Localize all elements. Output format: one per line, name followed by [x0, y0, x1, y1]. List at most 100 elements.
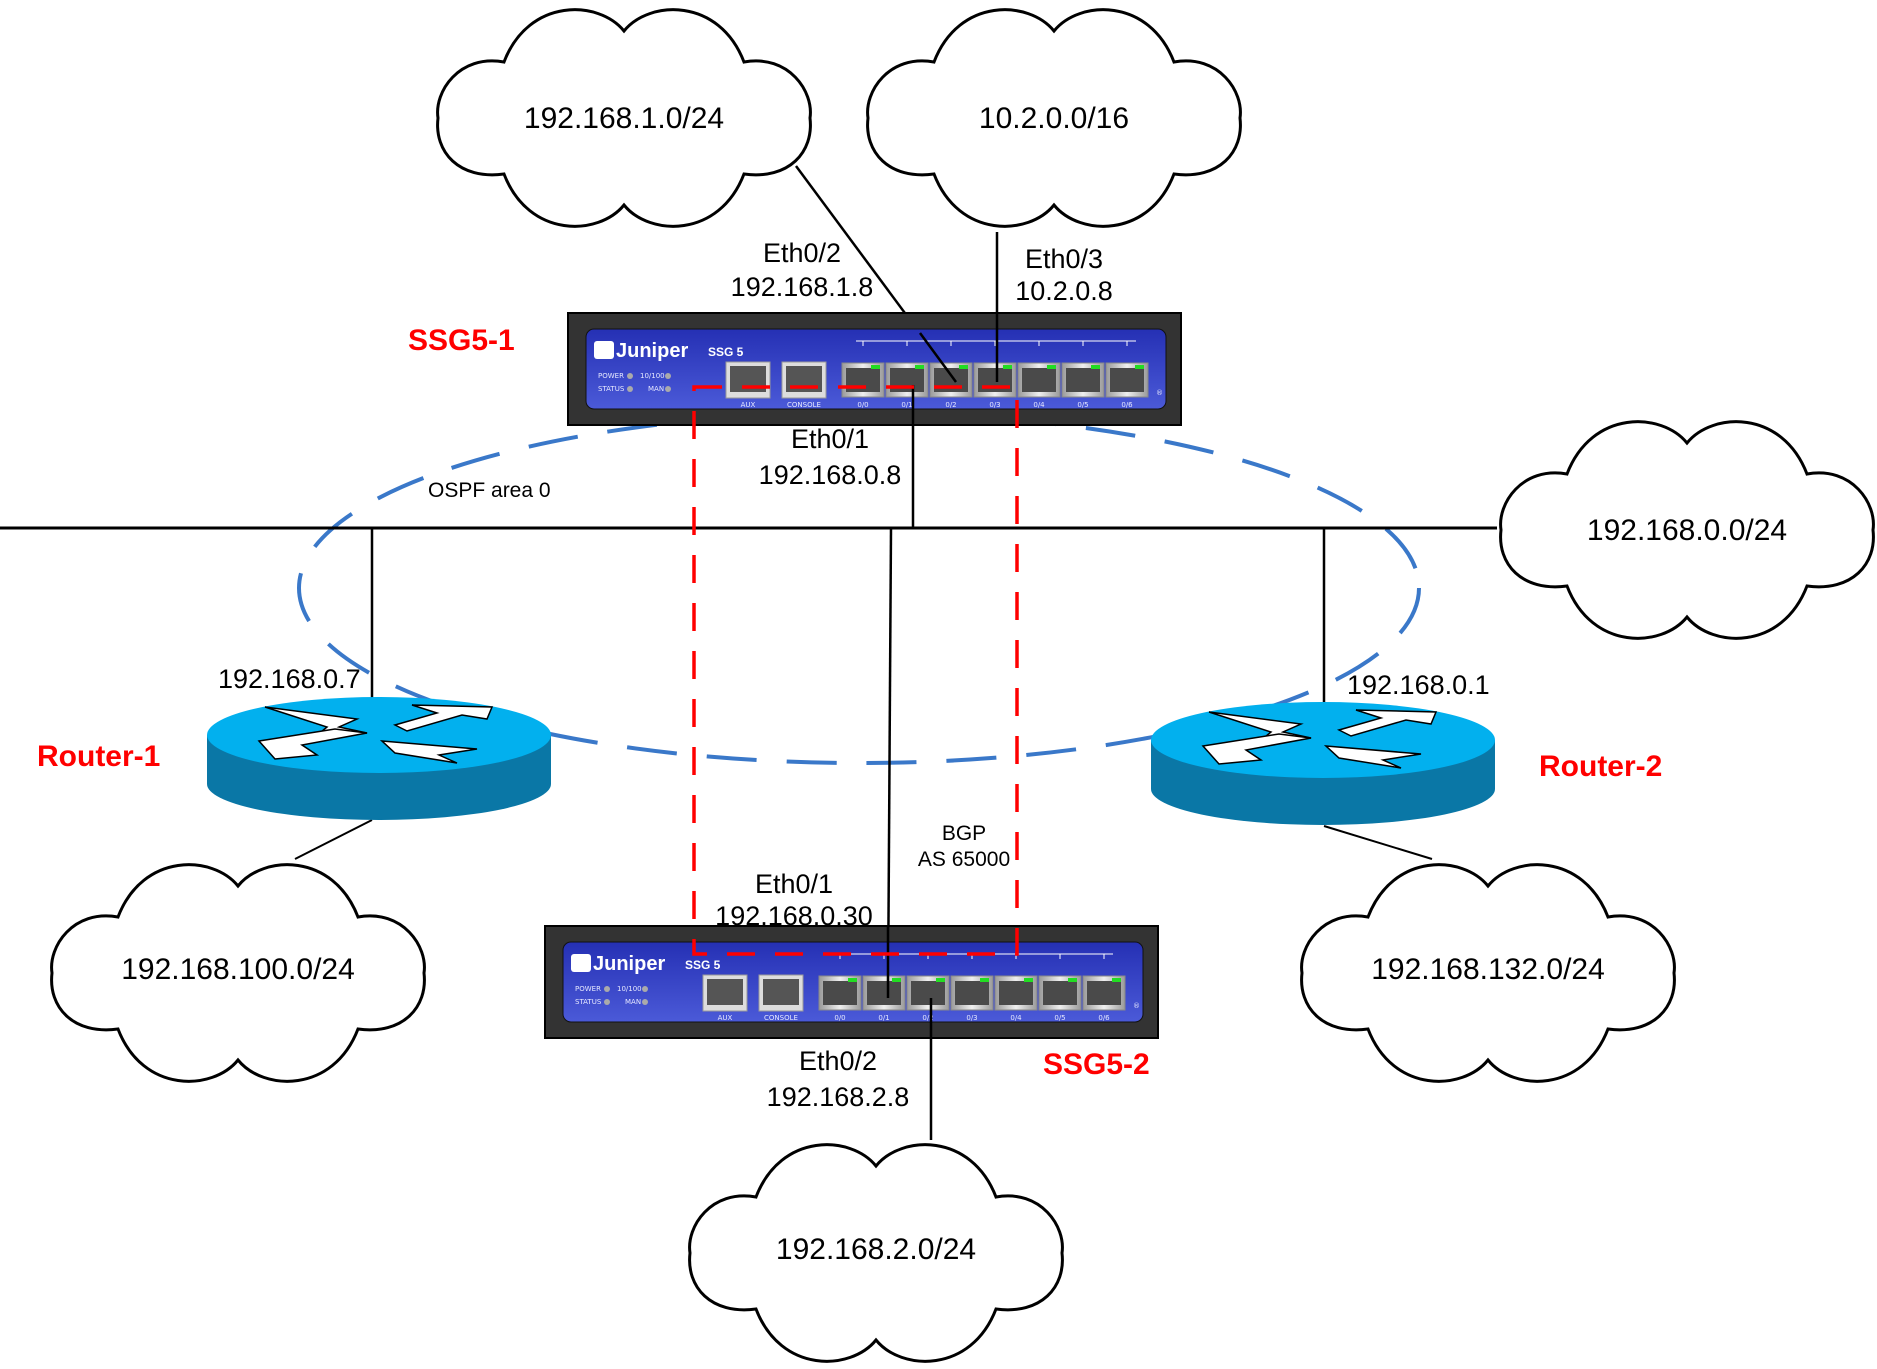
network-label: 192.168.100.0/24 [121, 953, 355, 986]
router-arrows-icon [257, 704, 494, 764]
router-body-top [207, 697, 551, 773]
router-2-ip: 192.168.0.1 [1347, 670, 1490, 700]
link-ssg5-2-eth0-1 [886, 527, 893, 999]
link-led-icon [959, 365, 968, 369]
router-arrows-icon [1201, 709, 1438, 769]
ethernet-port-0-0[interactable]: 0/0 [818, 954, 862, 1022]
ethernet-port-0-4[interactable]: 0/4 [994, 954, 1038, 1022]
cloud-192-168-2-0: 192.168.2.0/24 [688, 1143, 1064, 1363]
ssg5-2-eth0-1-name: Eth0/1 [755, 869, 833, 899]
network-label: 192.168.1.0/24 [524, 102, 724, 135]
led-label-10-100: 10/100 [640, 372, 665, 380]
cloud-192-168-1-0: 192.168.1.0/24 [436, 8, 812, 228]
ssg5-1-eth0-3-ip: 10.2.0.8 [1015, 276, 1113, 306]
led-label-power: POWER [575, 985, 601, 993]
ssg5-1-eth0-1-name: Eth0/1 [791, 424, 869, 454]
bgp-area-outline [692, 385, 1019, 956]
network-label: 192.168.132.0/24 [1371, 953, 1605, 986]
aux-port[interactable]: AUX [725, 361, 771, 409]
router-2-label: Router-2 [1539, 750, 1662, 783]
link-router-1-net-100 [294, 819, 373, 860]
cloud-192-168-0-0: 192.168.0.0/24 [1499, 420, 1875, 640]
ethernet-port-0-1[interactable]: 0/1 [862, 954, 906, 1022]
model-label: SSG 5 [685, 958, 721, 972]
link-led-icon [642, 986, 648, 992]
ethernet-port-0-5[interactable]: 0/5 [1061, 341, 1105, 409]
link-led-icon [1091, 365, 1100, 369]
port-label: 0/5 [1077, 401, 1088, 409]
ospf-area-label: OSPF area 0 [428, 479, 551, 502]
ethernet-port-0-4[interactable]: 0/4 [1017, 341, 1061, 409]
port-label: 0/0 [834, 1014, 845, 1022]
link-led-icon [936, 978, 945, 982]
led-label-power: POWER [598, 372, 624, 380]
ethernet-port-0-2[interactable]: 0/2 [906, 954, 950, 1022]
cloud-10-2-0-0: 10.2.0.0/16 [866, 8, 1242, 228]
port-label: 0/0 [857, 401, 868, 409]
port-label: 0/6 [1098, 1014, 1110, 1022]
aux-port[interactable]: AUX [702, 974, 748, 1022]
man-led-icon [665, 386, 671, 392]
link-led-icon [665, 373, 671, 379]
brand-logo: Juniper [616, 340, 688, 362]
ssg5-1-eth0-2-ip: 192.168.1.8 [731, 272, 874, 302]
ethernet-port-0-3[interactable]: 0/3 [950, 954, 994, 1022]
ssg5-2-eth0-2-ip: 192.168.2.8 [767, 1082, 910, 1112]
bgp-as-label: AS 65000 [918, 848, 1010, 871]
port-label: 0/5 [1054, 1014, 1065, 1022]
link-led-icon [1135, 365, 1144, 369]
console-port-label: CONSOLE [764, 1014, 798, 1022]
led-label-man: MAN [648, 385, 664, 393]
network-label: 192.168.2.0/24 [776, 1233, 976, 1266]
console-port[interactable]: CONSOLE [758, 974, 804, 1022]
link-led-icon [892, 978, 901, 982]
ssg5-1-label: SSG5-1 [408, 324, 515, 357]
ssg5-2-device[interactable]: Juniper SSG 5 POWER STATUS 10/100 MAN AU… [544, 925, 1159, 1039]
led-label-man: MAN [625, 998, 641, 1006]
cloud-192-168-100-0: 192.168.100.0/24 [50, 863, 426, 1083]
ethernet-port-0-5[interactable]: 0/5 [1038, 954, 1082, 1022]
link-led-icon [871, 365, 880, 369]
juniper-logo-icon [571, 954, 591, 972]
port-label: 0/1 [878, 1014, 889, 1022]
link-led-icon [1112, 978, 1121, 982]
ssg5-1-device[interactable]: Juniper SSG 5 POWER STATUS 10/100 MAN AU… [567, 312, 1182, 426]
bgp-label: BGP [942, 822, 986, 845]
ssg5-1-eth0-2-name: Eth0/2 [763, 238, 841, 268]
cloud-192-168-132-0: 192.168.132.0/24 [1300, 863, 1676, 1083]
link-led-icon [915, 365, 924, 369]
port-label: 0/1 [901, 401, 912, 409]
console-port[interactable]: CONSOLE [781, 361, 827, 409]
port-label: 0/6 [1121, 401, 1133, 409]
router-1[interactable] [207, 697, 551, 820]
port-label: 0/3 [966, 1014, 977, 1022]
registered-mark-icon: ® [1133, 1002, 1140, 1010]
status-led-icon [604, 999, 610, 1005]
registered-mark-icon: ® [1156, 389, 1163, 397]
ethernet-port-0-6[interactable]: 0/6 [1082, 954, 1126, 1022]
link-led-icon [1024, 978, 1033, 982]
console-port-label: CONSOLE [787, 401, 821, 409]
network-label: 10.2.0.0/16 [979, 102, 1129, 135]
link-led-icon [1068, 978, 1077, 982]
network-label: 192.168.0.0/24 [1587, 514, 1787, 547]
power-led-icon [604, 986, 610, 992]
link-led-icon [980, 978, 989, 982]
brand-logo: Juniper [593, 953, 665, 975]
port-label: 0/4 [1010, 1014, 1022, 1022]
link-router-2-net-132 [1323, 825, 1433, 860]
router-2[interactable] [1151, 702, 1495, 825]
link-led-icon [848, 978, 857, 982]
juniper-logo-icon [594, 341, 614, 359]
power-led-icon [627, 373, 633, 379]
led-label-status: STATUS [598, 385, 625, 393]
router-1-label: Router-1 [37, 740, 160, 773]
aux-port-label: AUX [741, 401, 756, 409]
router-body-top [1151, 702, 1495, 778]
port-label: 0/2 [922, 1014, 933, 1022]
model-label: SSG 5 [708, 345, 744, 359]
ethernet-port-0-6[interactable]: 0/6 [1105, 341, 1149, 409]
ssg5-2-eth0-1-ip: 192.168.0.30 [715, 901, 873, 931]
router-1-ip: 192.168.0.7 [218, 664, 361, 694]
